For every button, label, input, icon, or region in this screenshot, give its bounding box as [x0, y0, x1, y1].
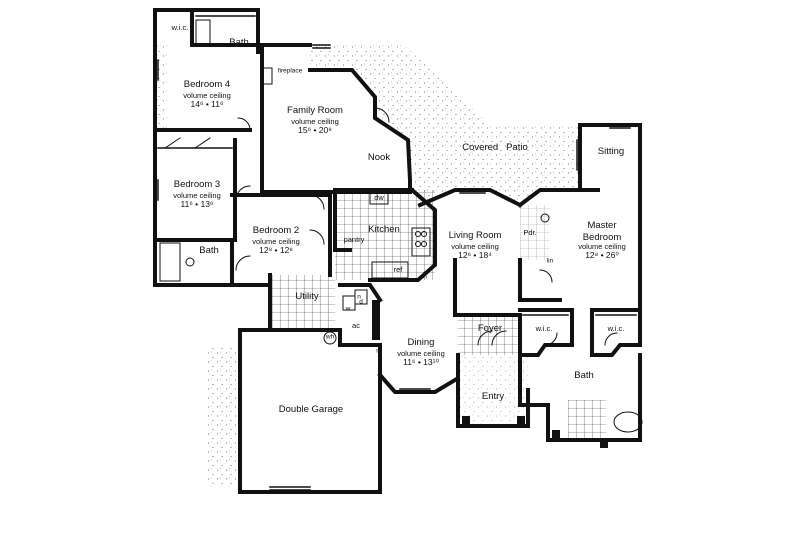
- pdr-label: Pdr.: [523, 228, 537, 238]
- double-garage-label: Double Garage: [278, 404, 344, 416]
- washer-label: w: [345, 305, 351, 313]
- foyer-tile: [458, 315, 520, 355]
- top-bath-tub: [195, 19, 211, 45]
- utility-label: Utility: [295, 291, 319, 303]
- kitchen-label: Kitchen: [368, 224, 400, 236]
- fireplace-unit: [261, 67, 273, 85]
- lin-label: lin: [546, 257, 554, 265]
- entry-posts: [372, 300, 608, 448]
- left-bath-sink: [185, 257, 195, 267]
- outdoor-areas: [152, 44, 580, 487]
- left-garage-apron: [208, 347, 240, 487]
- powder-toilet: [540, 213, 550, 223]
- kitchen-island: [371, 261, 409, 279]
- foyer-label: Foyer: [477, 323, 503, 335]
- master-bath-label: Bath: [574, 370, 594, 382]
- ref-label: ref: [393, 265, 403, 275]
- walls: [153, 8, 642, 494]
- fireplace-label: fireplace: [277, 67, 303, 75]
- dryer-label: d: [359, 298, 363, 306]
- master-bath-tile: [568, 400, 606, 440]
- dw-label: dw: [374, 193, 384, 203]
- bath-left-label: Bath: [199, 245, 219, 257]
- dryer: [354, 289, 368, 305]
- ac-label: ac: [352, 321, 360, 331]
- utility-tile: [270, 275, 335, 330]
- water-heater: [323, 331, 337, 345]
- niche1-label: n: [357, 293, 361, 301]
- entry-area: [458, 356, 528, 426]
- niche3-label: n: [423, 273, 427, 281]
- stove: [411, 227, 431, 257]
- wic-left-label: w.i.c.: [535, 324, 553, 334]
- dishwasher: [369, 191, 389, 205]
- covered-patio-label: Covered Patio: [462, 142, 528, 154]
- master-tub: [613, 411, 643, 433]
- bath-top-label: Bath: [229, 37, 249, 49]
- niche2-label: n: [376, 347, 380, 355]
- nook-label: Nook: [367, 152, 391, 164]
- left-bath-tub: [159, 242, 181, 282]
- wic-right-label: w.i.c.: [607, 324, 625, 334]
- entry-label: Entry: [481, 391, 505, 403]
- sitting-label: Sitting: [597, 146, 625, 158]
- tile-floors: [270, 190, 606, 440]
- fixtures: [159, 19, 643, 433]
- wic-top-label: w.i.c.: [171, 23, 189, 33]
- wh-label: wh: [325, 333, 335, 341]
- covered-patio-area: [262, 45, 580, 205]
- pantry-label: pantry: [343, 235, 365, 245]
